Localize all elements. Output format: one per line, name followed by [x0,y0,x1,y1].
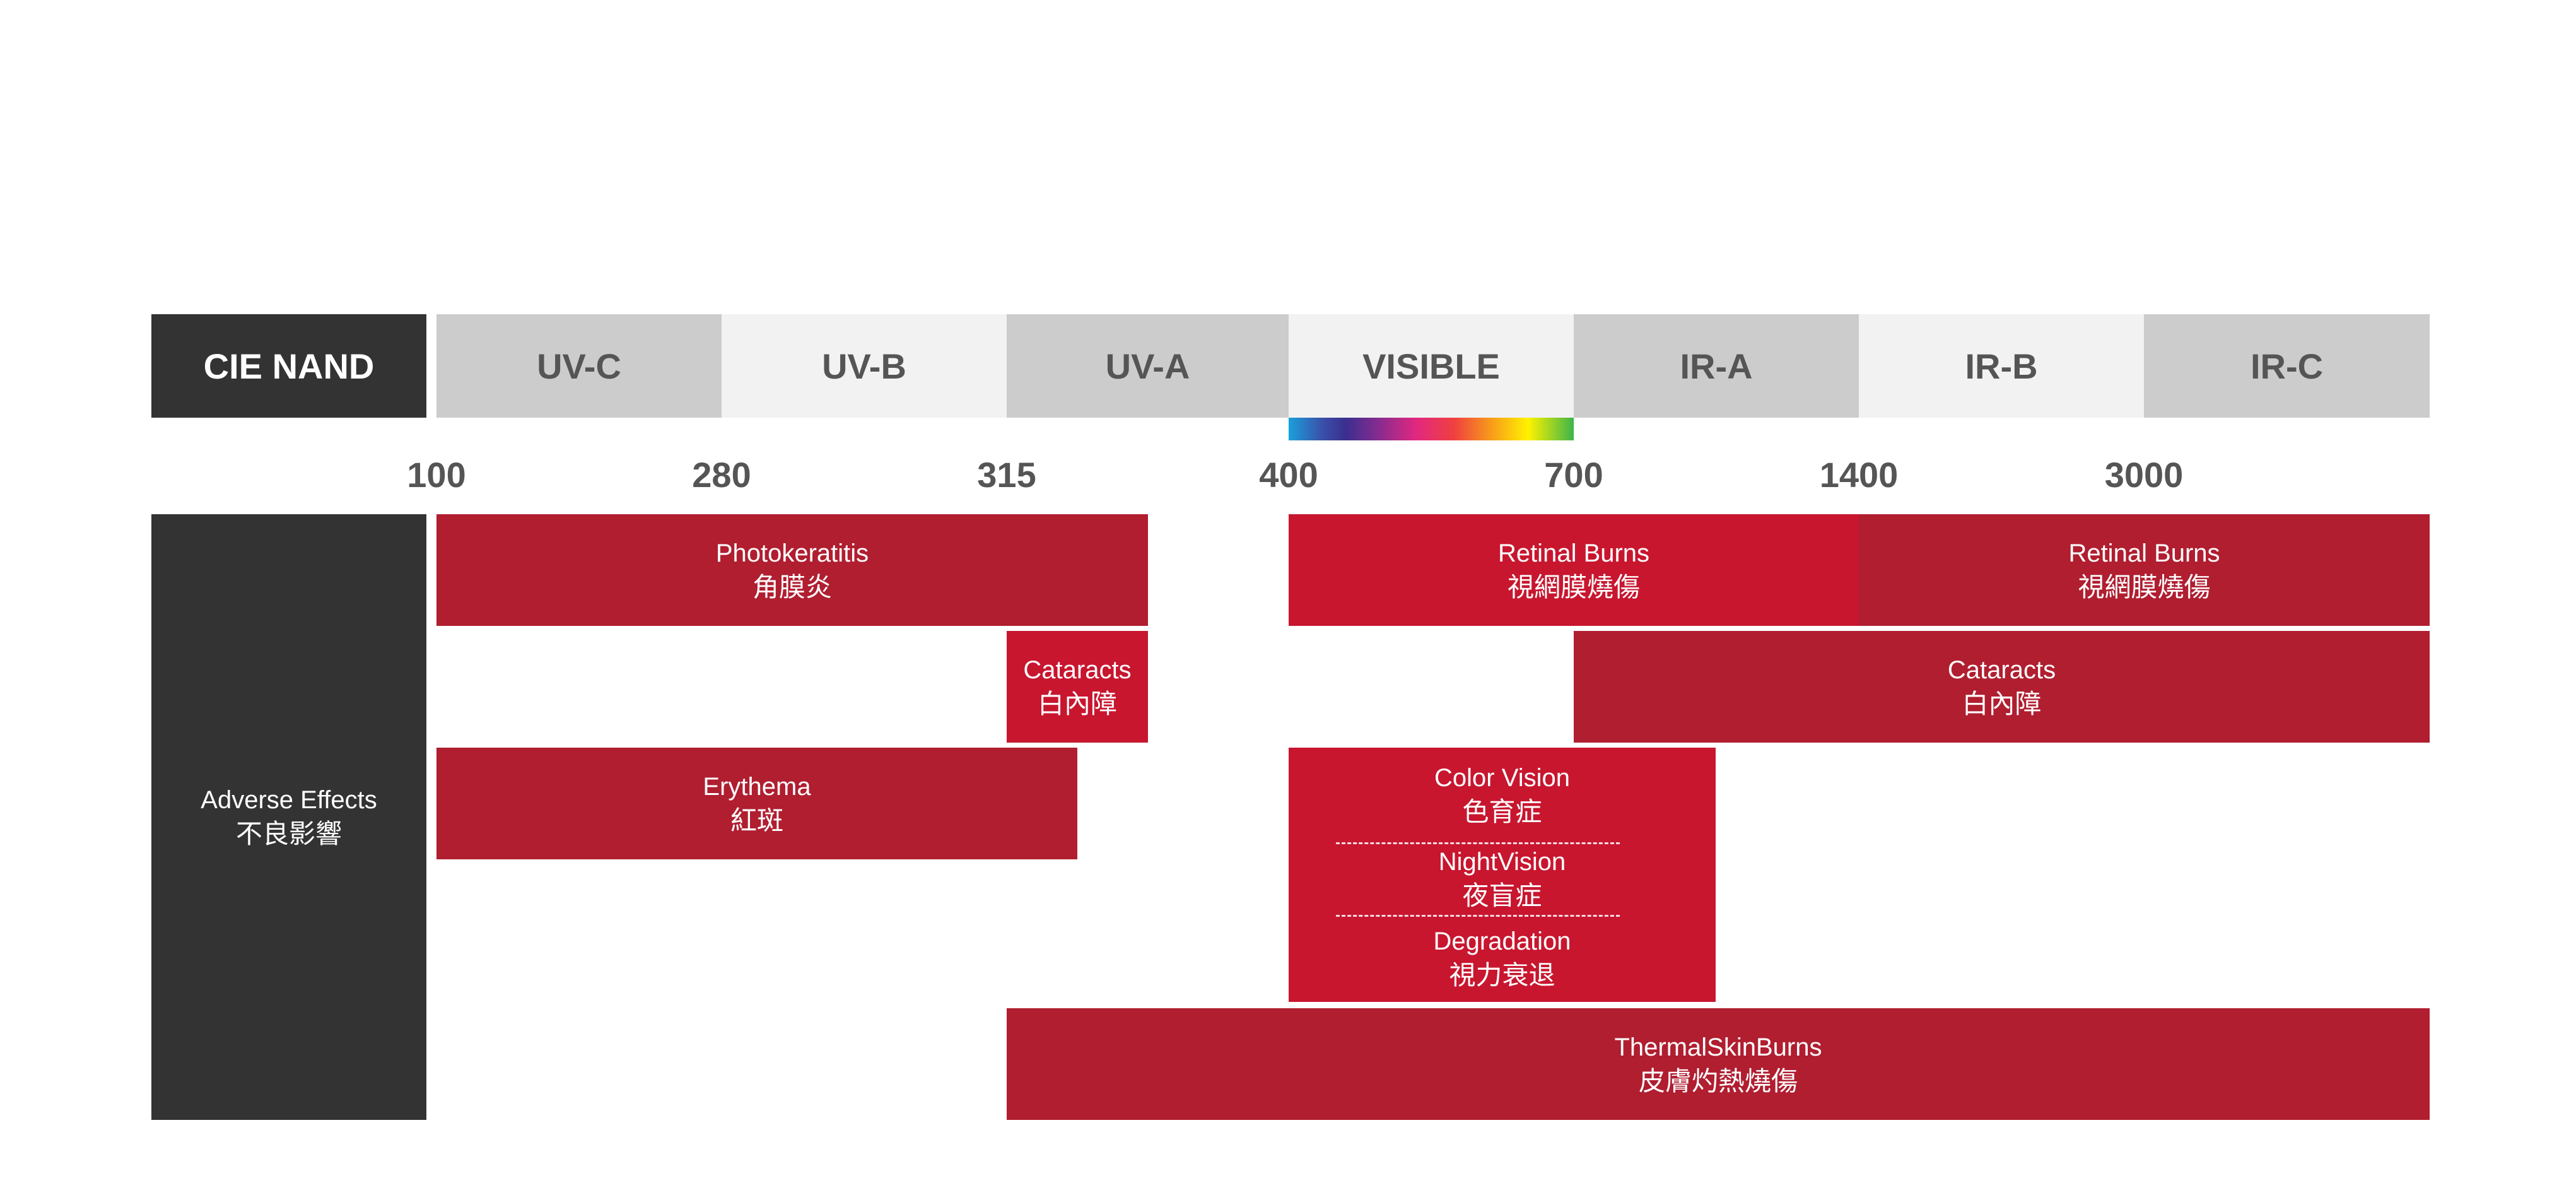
effect-name-en: Retinal Burns [1497,539,1650,567]
adverse-effects-label-zh: 不良影響 [235,819,342,849]
tick-label: 1400 [1819,455,1899,495]
effect-name-en: NightVision [1438,847,1566,876]
effect-name-zh: 白內障 [1962,688,2042,719]
dashed-divider [1336,915,1620,917]
cie-nand-label: CIE NAND [151,314,426,418]
effect-name-en: Retinal Burns [2068,539,2220,567]
effect-name-en: Degradation [1433,927,1571,955]
effect-night-vision: NightVision 夜盲症 [1289,842,1716,915]
adverse-effects-label-en: Adverse Effects [201,786,377,814]
band-ir-a: IR-A [1574,314,1859,418]
effect-name-en: Color Vision [1434,764,1570,792]
effect-name-zh: 白內障 [1037,688,1117,719]
effect-name-zh: 紅斑 [730,805,783,835]
effect-cataracts-uv: Cataracts 白內障 [1007,631,1148,743]
effect-retinal-burns-visible: Retinal Burns 視網膜燒傷 [1289,514,1859,626]
effect-degradation: Degradation 視力衰退 [1289,915,1716,1002]
tick-label: 280 [692,455,751,495]
effect-vision-group: Color Vision 色育症 NightVision 夜盲症 Degrada… [1289,748,1716,1002]
effect-erythema: Erythema 紅斑 [436,748,1077,859]
effect-name-en: Cataracts [1023,656,1132,684]
effect-color-vision: Color Vision 色育症 [1289,748,1716,842]
effect-name-zh: 視力衰退 [1449,960,1555,990]
effect-name-zh: 夜盲症 [1462,880,1542,910]
effect-name-en: Photokeratitis [715,539,869,567]
tick-label: 400 [1259,455,1318,495]
tick-label: 700 [1544,455,1603,495]
effect-name-en: Cataracts [1947,656,2056,684]
tick-label: 315 [977,455,1036,495]
effect-thermal-skin-burns: ThermalSkinBurns 皮膚灼熱燒傷 [1007,1008,2430,1120]
effect-name-zh: 色育症 [1462,797,1542,827]
effect-name-en: ThermalSkinBurns [1614,1033,1822,1061]
band-ir-c: IR-C [2144,314,2430,418]
band-uv-b: UV-B [722,314,1007,418]
effect-name-zh: 角膜炎 [752,572,832,602]
tick-label: 100 [407,455,466,495]
effect-photokeratitis: Photokeratitis 角膜炎 [436,514,1148,626]
band-uv-c: UV-C [436,314,722,418]
dashed-divider [1336,842,1620,844]
adverse-effects-label: Adverse Effects 不良影響 [151,514,426,1120]
band-uv-a: UV-A [1007,314,1289,418]
effect-name-en: Erythema [703,772,811,801]
effect-name-zh: 皮膚灼熱燒傷 [1638,1066,1798,1096]
band-ir-b: IR-B [1859,314,2144,418]
band-visible: VISIBLE [1289,314,1574,418]
visible-spectrum-gradient [1289,418,1574,440]
effect-name-zh: 視網膜燒傷 [1507,572,1640,602]
effect-retinal-burns-ir: Retinal Burns 視網膜燒傷 [1859,514,2430,626]
effect-cataracts-ir: Cataracts 白內障 [1574,631,2430,743]
effect-name-zh: 視網膜燒傷 [2078,572,2211,602]
tick-label: 3000 [2104,455,2184,495]
